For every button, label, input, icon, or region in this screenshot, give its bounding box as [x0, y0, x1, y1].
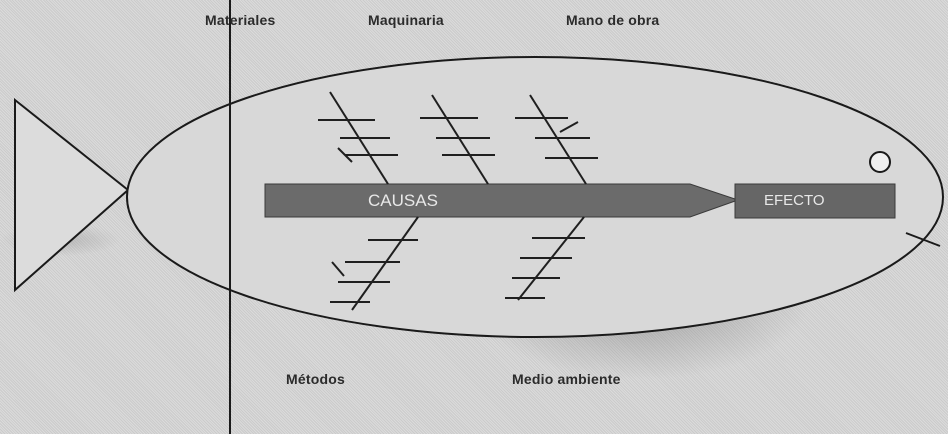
- fish-tail: [14, 97, 130, 293]
- upper-bone-maquinaria: [420, 94, 495, 185]
- effect-box: [734, 183, 896, 219]
- effect-label: EFECTO: [764, 192, 825, 209]
- causes-label: CAUSAS: [368, 191, 438, 210]
- category-label-materiales: Materiales: [205, 12, 276, 28]
- fish-mouth: [905, 232, 941, 247]
- category-label-mano-de-obra: Mano de obra: [566, 12, 660, 28]
- category-label-metodos: Métodos: [286, 371, 345, 387]
- category-label-maquinaria: Maquinaria: [368, 12, 444, 28]
- lower-bone-medio-ambiente: [505, 216, 585, 301]
- spine-arrow: [264, 183, 740, 218]
- fish-eye: [869, 151, 891, 173]
- category-label-medio-ambiente: Medio ambiente: [512, 371, 621, 387]
- upper-bone-materiales: [318, 91, 398, 185]
- upper-bone-mano-de-obra: [515, 94, 598, 185]
- lower-bone-metodos: [330, 216, 419, 311]
